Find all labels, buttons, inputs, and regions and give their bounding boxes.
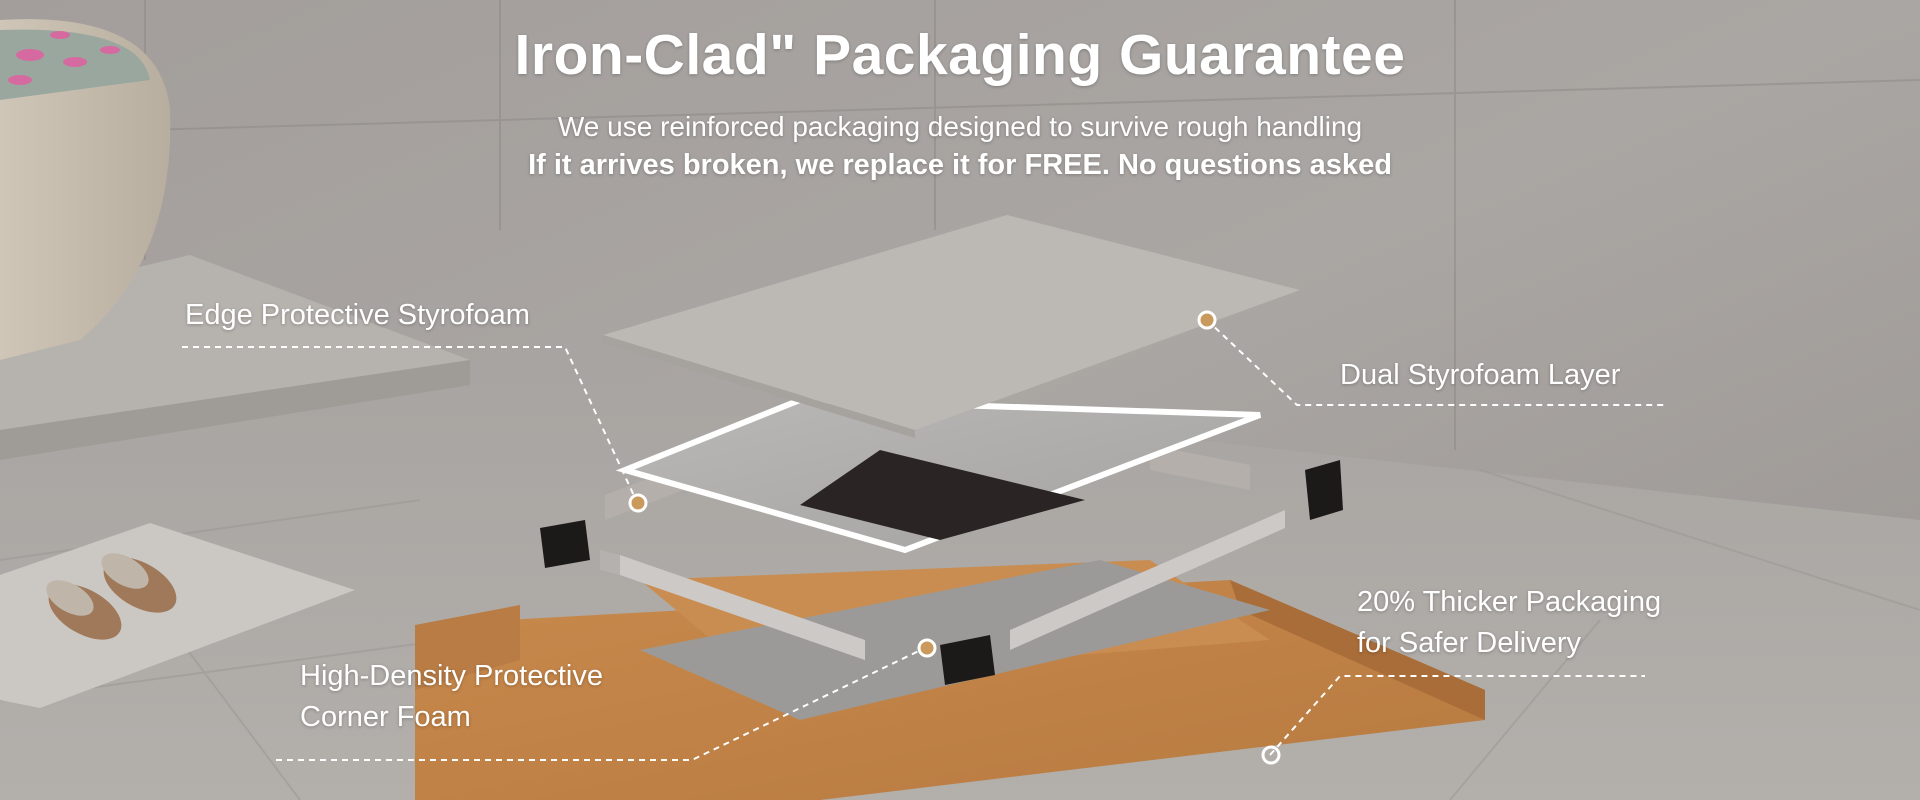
corner-line-1: High-Density Protective	[300, 660, 603, 692]
thicker-line-2: for Safer Delivery	[1357, 627, 1582, 659]
dual-layer-label: Dual Styrofoam Layer	[1340, 359, 1621, 391]
page-title: Iron-Clad" Packaging Guarantee	[514, 23, 1406, 87]
corner-foam-label: High-Density Protective Corner Foam	[300, 656, 603, 738]
guarantee-statement: If it arrives broken, we replace it for …	[528, 149, 1392, 181]
corner-line-2: Corner Foam	[300, 701, 471, 733]
subtitle: We use reinforced packaging designed to …	[557, 111, 1363, 142]
thicker-line-1: 20% Thicker Packaging	[1357, 586, 1662, 618]
thicker-packaging-label: 20% Thicker Packaging for Safer Delivery	[1357, 582, 1661, 664]
edge-foam-label: Edge Protective Styrofoam	[185, 299, 530, 331]
